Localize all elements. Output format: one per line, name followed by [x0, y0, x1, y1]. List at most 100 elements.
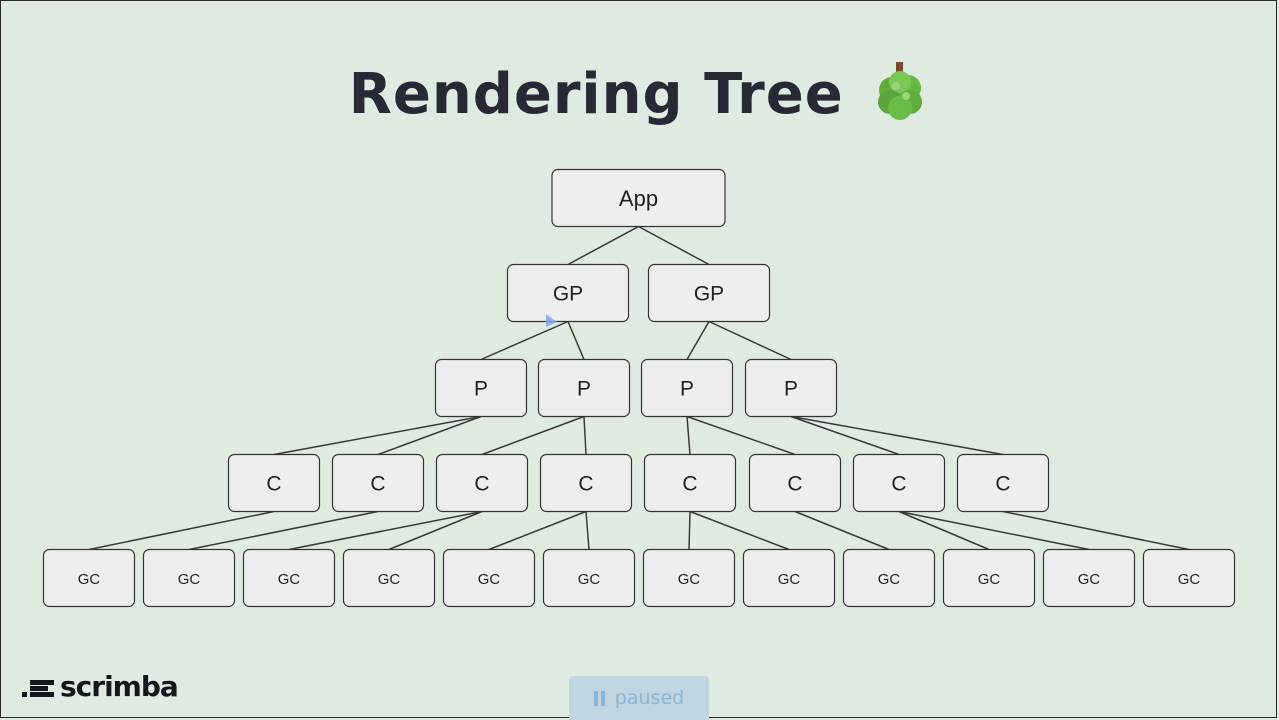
tree-edge: [567, 225, 639, 266]
node-box: [539, 453, 633, 513]
brand-name: scrimba: [60, 670, 179, 703]
node-app: App: [551, 168, 726, 228]
pause-icon: [593, 690, 605, 706]
tree-edges: [88, 225, 1190, 551]
node-label: App: [619, 186, 658, 211]
tree-edge: [480, 320, 569, 361]
tree-edge: [898, 510, 1090, 551]
tree-edge: [585, 511, 590, 550]
node-label: GC: [778, 571, 801, 588]
node-label: P: [784, 378, 798, 401]
node-box: [842, 548, 936, 608]
tree-edge: [638, 225, 710, 266]
node-box: [331, 453, 425, 513]
node-box: [942, 548, 1036, 608]
node-label: C: [578, 473, 593, 496]
node-label: GC: [278, 571, 301, 588]
tree-edge: [377, 415, 482, 456]
node-c: C: [227, 453, 321, 513]
node-label: GC: [1178, 571, 1201, 588]
node-gc: GC: [542, 548, 636, 608]
node-label: GC: [478, 571, 501, 588]
node-label: GC: [578, 571, 601, 588]
node-gc: GC: [242, 548, 336, 608]
scrimba-logo-icon: [22, 679, 54, 697]
node-box: [42, 548, 136, 608]
node-gc: GC: [642, 548, 736, 608]
tree-edge: [288, 510, 483, 551]
node-label: GC: [178, 571, 201, 588]
node-c: C: [331, 453, 425, 513]
paused-indicator[interactable]: paused: [569, 676, 709, 720]
tree-edge: [567, 321, 585, 360]
node-p: P: [537, 358, 631, 418]
node-label: P: [474, 378, 488, 401]
node-label: C: [474, 473, 489, 496]
node-gc: GC: [942, 548, 1036, 608]
node-box: [242, 548, 336, 608]
node-p: P: [640, 358, 734, 418]
node-gc: GC: [1142, 548, 1236, 608]
tree-edge: [898, 510, 990, 551]
node-gc: GC: [1042, 548, 1136, 608]
node-label: GC: [78, 571, 101, 588]
node-c: C: [852, 453, 946, 513]
node-box: [852, 453, 946, 513]
tree-edge: [481, 415, 585, 456]
node-box: [1142, 548, 1236, 608]
node-gp: GP: [647, 263, 771, 323]
scrimba-logo[interactable]: scrimba: [22, 670, 179, 703]
node-gc: GC: [742, 548, 836, 608]
node-label: P: [577, 378, 591, 401]
node-label: C: [370, 473, 385, 496]
tree-edge: [686, 321, 710, 360]
node-c: C: [956, 453, 1050, 513]
node-box: [640, 358, 734, 418]
node-label: GC: [878, 571, 901, 588]
node-c: C: [435, 453, 529, 513]
node-p: P: [744, 358, 838, 418]
node-box: [744, 358, 838, 418]
node-box: [537, 358, 631, 418]
tree-edge: [488, 510, 587, 551]
node-box: [506, 263, 630, 323]
node-box: [956, 453, 1050, 513]
tree-edge: [388, 510, 483, 551]
tree-edge: [689, 510, 790, 551]
tree-edge: [273, 415, 482, 456]
node-label: C: [266, 473, 281, 496]
node-label: GP: [553, 283, 583, 306]
node-gc: GC: [842, 548, 936, 608]
node-c: C: [748, 453, 842, 513]
mouse-cursor-icon: [546, 314, 557, 327]
node-box: [1042, 548, 1136, 608]
node-label: C: [682, 473, 697, 496]
node-box: [643, 453, 737, 513]
node-box: [342, 548, 436, 608]
node-p: P: [434, 358, 528, 418]
node-box: [642, 548, 736, 608]
slide-title: Rendering Tree: [0, 61, 1279, 130]
node-box: [551, 168, 726, 228]
node-box: [542, 548, 636, 608]
tree-edge: [686, 415, 796, 456]
tree-edge: [708, 320, 792, 361]
node-gc: GC: [42, 548, 136, 608]
tree-edge: [790, 415, 900, 456]
node-label: C: [787, 473, 802, 496]
node-label: GC: [1078, 571, 1101, 588]
node-box: [435, 453, 529, 513]
node-label: GC: [678, 571, 701, 588]
node-box: [434, 358, 528, 418]
tree-edge: [794, 510, 890, 551]
node-box: [142, 548, 236, 608]
node-gc: GC: [142, 548, 236, 608]
node-label: C: [995, 473, 1010, 496]
node-box: [742, 548, 836, 608]
node-gc: GC: [442, 548, 536, 608]
node-box: [227, 453, 321, 513]
tree-edge: [688, 511, 691, 550]
tree-edge: [88, 510, 275, 551]
node-label: GC: [378, 571, 401, 588]
